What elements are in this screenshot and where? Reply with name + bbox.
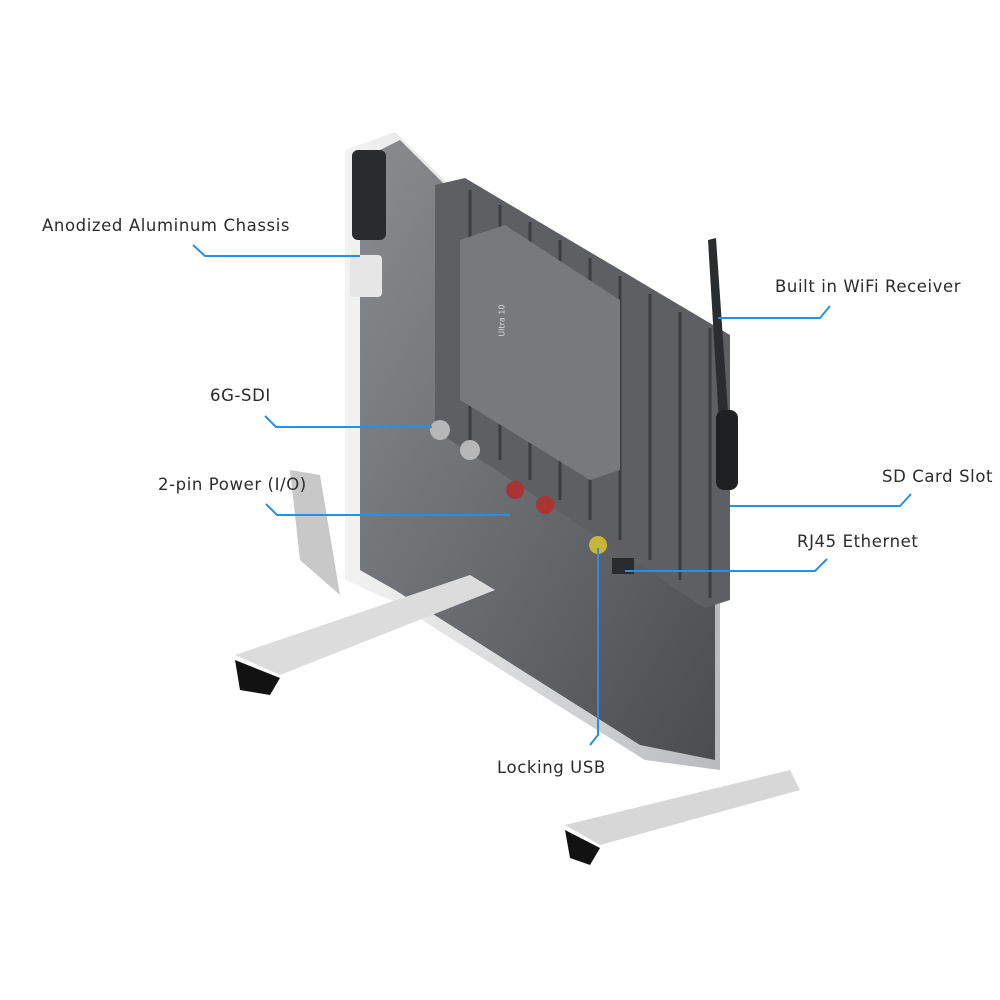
wifi-antenna — [708, 238, 738, 490]
callout-line-power — [265, 503, 510, 516]
stand-feet — [235, 470, 800, 865]
button-cluster — [350, 255, 382, 297]
handle — [290, 470, 340, 595]
callout-lines — [192, 244, 912, 746]
callout-ethernet: RJ45 Ethernet — [797, 532, 919, 551]
callout-line-sd-card — [730, 493, 912, 507]
callout-line-usb — [589, 548, 599, 746]
callout-line-ethernet — [625, 558, 828, 572]
model-label: Ultra 10 — [497, 304, 507, 337]
callout-line-chassis — [192, 244, 360, 257]
callout-line-sdi — [264, 415, 432, 428]
vent-grille — [352, 150, 386, 240]
callout-chassis: Anodized Aluminum Chassis — [42, 216, 291, 235]
heatsink — [435, 178, 730, 608]
callout-power: 2-pin Power (I/O) — [158, 475, 307, 494]
callout-sdi: 6G-SDI — [210, 386, 271, 405]
callout-wifi: Built in WiFi Receiver — [775, 277, 962, 296]
callout-sd-card: SD Card Slot — [882, 467, 994, 486]
v-mount-plate — [460, 225, 620, 480]
callout-line-wifi — [718, 305, 831, 319]
callout-usb: Locking USB — [497, 758, 606, 777]
